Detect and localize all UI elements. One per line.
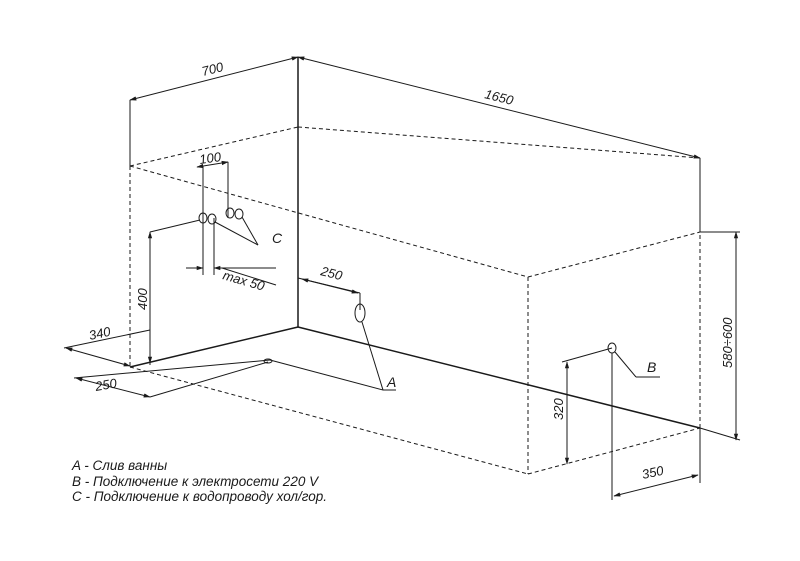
supply-height-dimension-lines xyxy=(147,219,201,364)
legend-line-b: B - Подключение к электросети 220 V xyxy=(72,473,319,489)
legend-line-c: C - Подключение к водопроводу хол/гор. xyxy=(72,489,328,504)
dim-total-height: 580÷600 xyxy=(720,317,735,368)
dim-height-320: 320 xyxy=(551,398,566,420)
dim-spacing-100: 100 xyxy=(198,149,222,167)
drain-connection xyxy=(269,277,396,391)
dim-height-400: 400 xyxy=(135,288,150,310)
bathtub-outline-dashed xyxy=(129,126,701,475)
legend-line-a: A - Слив ванны xyxy=(72,458,168,473)
marker-b: B xyxy=(647,359,656,375)
dim-bottom-250: 250 xyxy=(93,375,119,394)
dim-drain-250: 250 xyxy=(318,263,344,283)
dim-width-700: 700 xyxy=(200,59,225,79)
legend: A - Слив ванны B - Подключение к электро… xyxy=(72,458,327,505)
top-dimension-lines xyxy=(129,56,701,232)
dim-offset-350: 350 xyxy=(641,463,666,482)
marker-a: A xyxy=(386,374,396,390)
floor-dimension-lines xyxy=(63,329,273,398)
dim-max-50: max 50 xyxy=(221,267,267,293)
dim-length-1650: 1650 xyxy=(483,86,515,108)
dim-depth-340: 340 xyxy=(88,324,113,343)
total-height-dimension-lines xyxy=(699,231,741,441)
bathtub-outline-solid xyxy=(129,57,701,429)
electrical-connection xyxy=(561,342,701,500)
water-supply-connection xyxy=(186,160,277,286)
marker-c: C xyxy=(272,230,283,246)
